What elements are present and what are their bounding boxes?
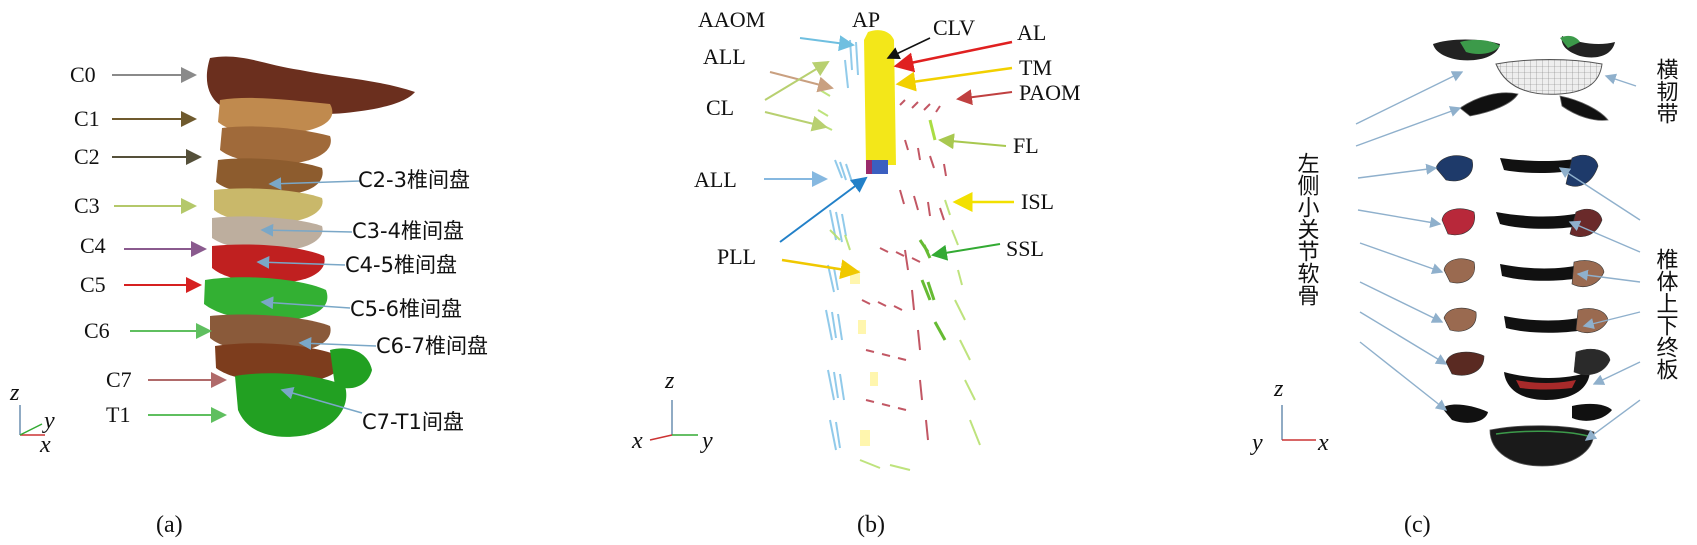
disc-labels: C2-3椎间盘 C3-4椎间盘 C4-5椎间盘 C5-6椎间盘 C6-7椎间盘 … <box>256 168 488 434</box>
label-all-mid: ALL <box>694 167 737 192</box>
axis-label-x: x <box>1317 430 1329 456</box>
cartilage-endplate-model <box>1433 35 1615 467</box>
arrow-fl <box>938 133 1007 150</box>
level-t1 <box>1442 403 1612 467</box>
label-al: AL <box>1017 20 1046 45</box>
label-tm: TM <box>1019 55 1052 80</box>
label-fl: FL <box>1013 133 1039 158</box>
arrow-ssl <box>931 243 1001 261</box>
level-label-t1: T1 <box>106 402 130 427</box>
caption-b: (b) <box>857 512 885 538</box>
level-label-c1: C1 <box>74 106 100 131</box>
axis-label-x: x <box>631 428 643 454</box>
disc-arrow-c2-3 <box>268 177 361 191</box>
caption-a: (a) <box>156 512 183 538</box>
disc-arrow-c7-t1 <box>280 386 363 414</box>
axis-label-z: z <box>1273 376 1284 402</box>
level-c5 <box>1443 258 1605 287</box>
arrow-pll-1 <box>779 176 868 243</box>
level-label-c7: C7 <box>106 367 132 392</box>
level-label-c5: C5 <box>80 272 106 297</box>
level-label-c3: C3 <box>74 193 100 218</box>
level-c6 <box>1443 307 1609 333</box>
label-left-facet-cartilage-text: 左侧小关节软骨 <box>1294 152 1320 306</box>
endplate-pointers <box>1558 167 1641 441</box>
label-all-top: ALL <box>703 44 746 69</box>
level-label-c2: C2 <box>74 144 100 169</box>
axis-label-y: y <box>1250 430 1263 456</box>
label-pll: PLL <box>717 244 756 269</box>
disc-label-c7-t1: C7-T1间盘 <box>362 410 464 434</box>
axis-triad-c: z y x <box>1250 376 1329 456</box>
axis-label-z: z <box>664 368 675 394</box>
label-transverse-ligament: 横韧带 <box>1653 58 1679 124</box>
ligament-model <box>817 30 981 471</box>
disc-label-c3-4: C3-4椎间盘 <box>352 219 464 243</box>
caption-c: (c) <box>1404 512 1431 538</box>
arrow-all-top <box>769 71 834 93</box>
arrow-cl-2 <box>764 111 828 132</box>
arrow-pll-2 <box>781 258 861 280</box>
axis-triad-a: z y x <box>9 380 55 458</box>
disc-label-c4-5: C4-5椎间盘 <box>345 253 457 277</box>
label-clv: CLV <box>933 15 975 40</box>
panel-b: AAOM ALL CL ALL PLL AP CLV AL TM PAOM FL… <box>631 7 1081 538</box>
disc-arrow-c5-6 <box>260 296 351 310</box>
disc-arrow-c3-4 <box>260 223 353 237</box>
label-endplates: 椎体上下终板 <box>1653 248 1679 380</box>
label-isl: ISL <box>1021 189 1054 214</box>
axis-triad-b: z x y <box>631 368 713 454</box>
arrow-transverse-ligament <box>1604 73 1637 87</box>
disc-label-c6-7: C6-7椎间盘 <box>376 334 488 358</box>
disc-label-c5-6: C5-6椎间盘 <box>350 297 462 321</box>
facet-cartilage-pointers <box>1355 71 1464 411</box>
level-label-c0: C0 <box>70 62 96 87</box>
axis-label-x: x <box>39 432 51 458</box>
label-endplates-text: 椎体上下终板 <box>1653 248 1679 380</box>
level-c3 <box>1435 154 1599 187</box>
level-label-c6: C6 <box>84 318 110 343</box>
disc-arrow-c4-5 <box>256 255 346 269</box>
level-c7 <box>1445 348 1611 400</box>
label-cl: CL <box>706 95 734 120</box>
label-paom: PAOM <box>1019 80 1081 105</box>
label-ap: AP <box>852 7 880 32</box>
label-transverse-ligament-text: 横韧带 <box>1653 58 1679 124</box>
axis-label-z: z <box>9 380 20 406</box>
label-ssl: SSL <box>1006 236 1044 261</box>
arrow-tm <box>895 66 1013 92</box>
panel-a: C0 C1 C2 C3 C4 C5 C6 C7 T1 C2-3椎间盘 C3-4椎… <box>9 56 488 538</box>
label-left-facet-cartilage: 左侧小关节软骨 <box>1294 152 1320 306</box>
level-label-c4: C4 <box>80 233 106 258</box>
arrow-clv <box>886 37 931 59</box>
axis-label-y: y <box>42 408 55 434</box>
arrow-paom <box>956 89 1013 106</box>
level-labels: C0 C1 C2 C3 C4 C5 C6 C7 T1 <box>70 62 227 427</box>
disc-label-c2-3: C2-3椎间盘 <box>358 168 470 192</box>
arrow-aaom <box>799 35 855 52</box>
axis-label-y: y <box>700 428 713 454</box>
panel-c: 左侧小关节软骨 横韧带 椎体上下终板 z y x (c) <box>1250 35 1679 538</box>
label-aaom: AAOM <box>698 7 765 32</box>
cervical-spine-model <box>204 56 415 437</box>
arrow-al <box>893 40 1013 73</box>
arrow-cl-1 <box>764 60 830 101</box>
disc-arrow-c6-7 <box>298 337 377 350</box>
level-c4 <box>1441 208 1603 237</box>
